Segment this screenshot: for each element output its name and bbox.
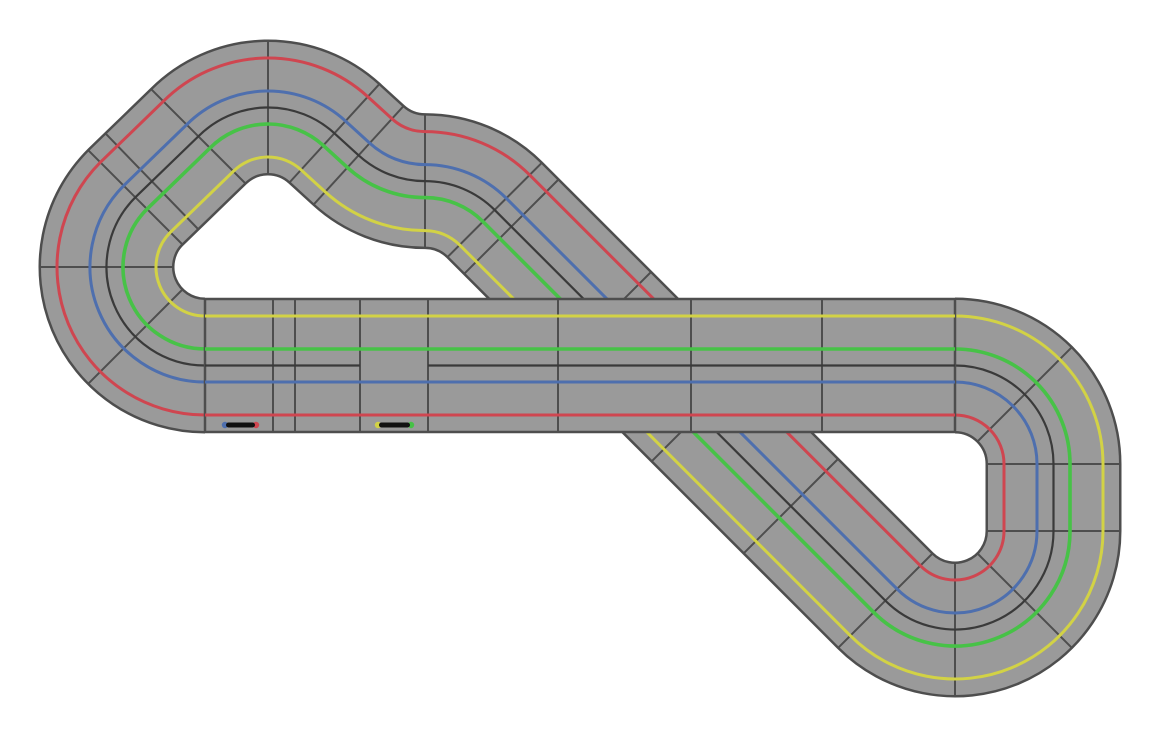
loop-divider-group — [105, 106, 1055, 631]
lane-blue-loop — [88, 89, 1039, 615]
main-straight-section — [203, 297, 957, 434]
marker-bar — [226, 422, 255, 428]
lane-divider — [105, 106, 1055, 631]
lane-yellow-loop — [154, 155, 1105, 681]
start-marker — [221, 421, 260, 429]
start-marker — [374, 421, 415, 429]
lane-red-loop — [55, 56, 1006, 582]
lane-green-loop — [121, 122, 1072, 648]
marker-bar — [379, 422, 410, 428]
